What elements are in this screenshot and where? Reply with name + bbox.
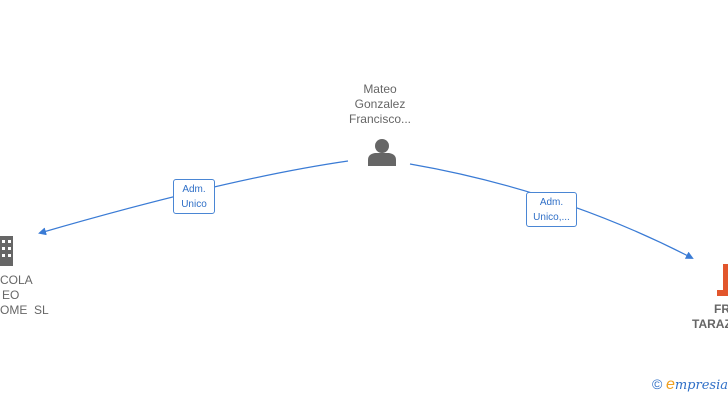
node-label-line: Mateo xyxy=(363,82,397,96)
edge-label-line: Adm. xyxy=(539,197,564,208)
node-label-center[interactable]: Mateo Gonzalez Francisco... xyxy=(338,82,422,127)
empresia-watermark[interactable]: © empresia xyxy=(652,376,728,394)
node-label-left[interactable]: COLA EO OME SL xyxy=(0,273,49,318)
edge-label-line: Unico,... xyxy=(533,212,570,223)
edge-label-right[interactable]: Adm. Unico,... xyxy=(526,192,577,227)
brand-name: mpresia xyxy=(674,378,728,393)
node-label-line: FR xyxy=(714,302,728,316)
building-icon-red[interactable] xyxy=(717,264,728,296)
brand-initial: e xyxy=(665,376,675,393)
edge-label-line: Unico xyxy=(181,199,207,210)
building-icon[interactable] xyxy=(0,236,13,266)
node-label-line: EO xyxy=(2,288,20,302)
edge-label-left[interactable]: Adm. Unico xyxy=(173,179,215,214)
copyright-symbol: © xyxy=(652,376,663,392)
edge-label-line: Adm. xyxy=(182,184,206,195)
node-label-line: TARAZ xyxy=(692,317,728,331)
node-label-line: Gonzalez xyxy=(354,97,406,111)
node-label-line: OME SL xyxy=(0,303,49,317)
node-label-right[interactable]: FR TARAZ xyxy=(692,302,728,332)
node-label-line: COLA xyxy=(0,273,33,287)
node-label-line: Francisco... xyxy=(348,112,411,126)
person-icon[interactable] xyxy=(368,139,396,166)
